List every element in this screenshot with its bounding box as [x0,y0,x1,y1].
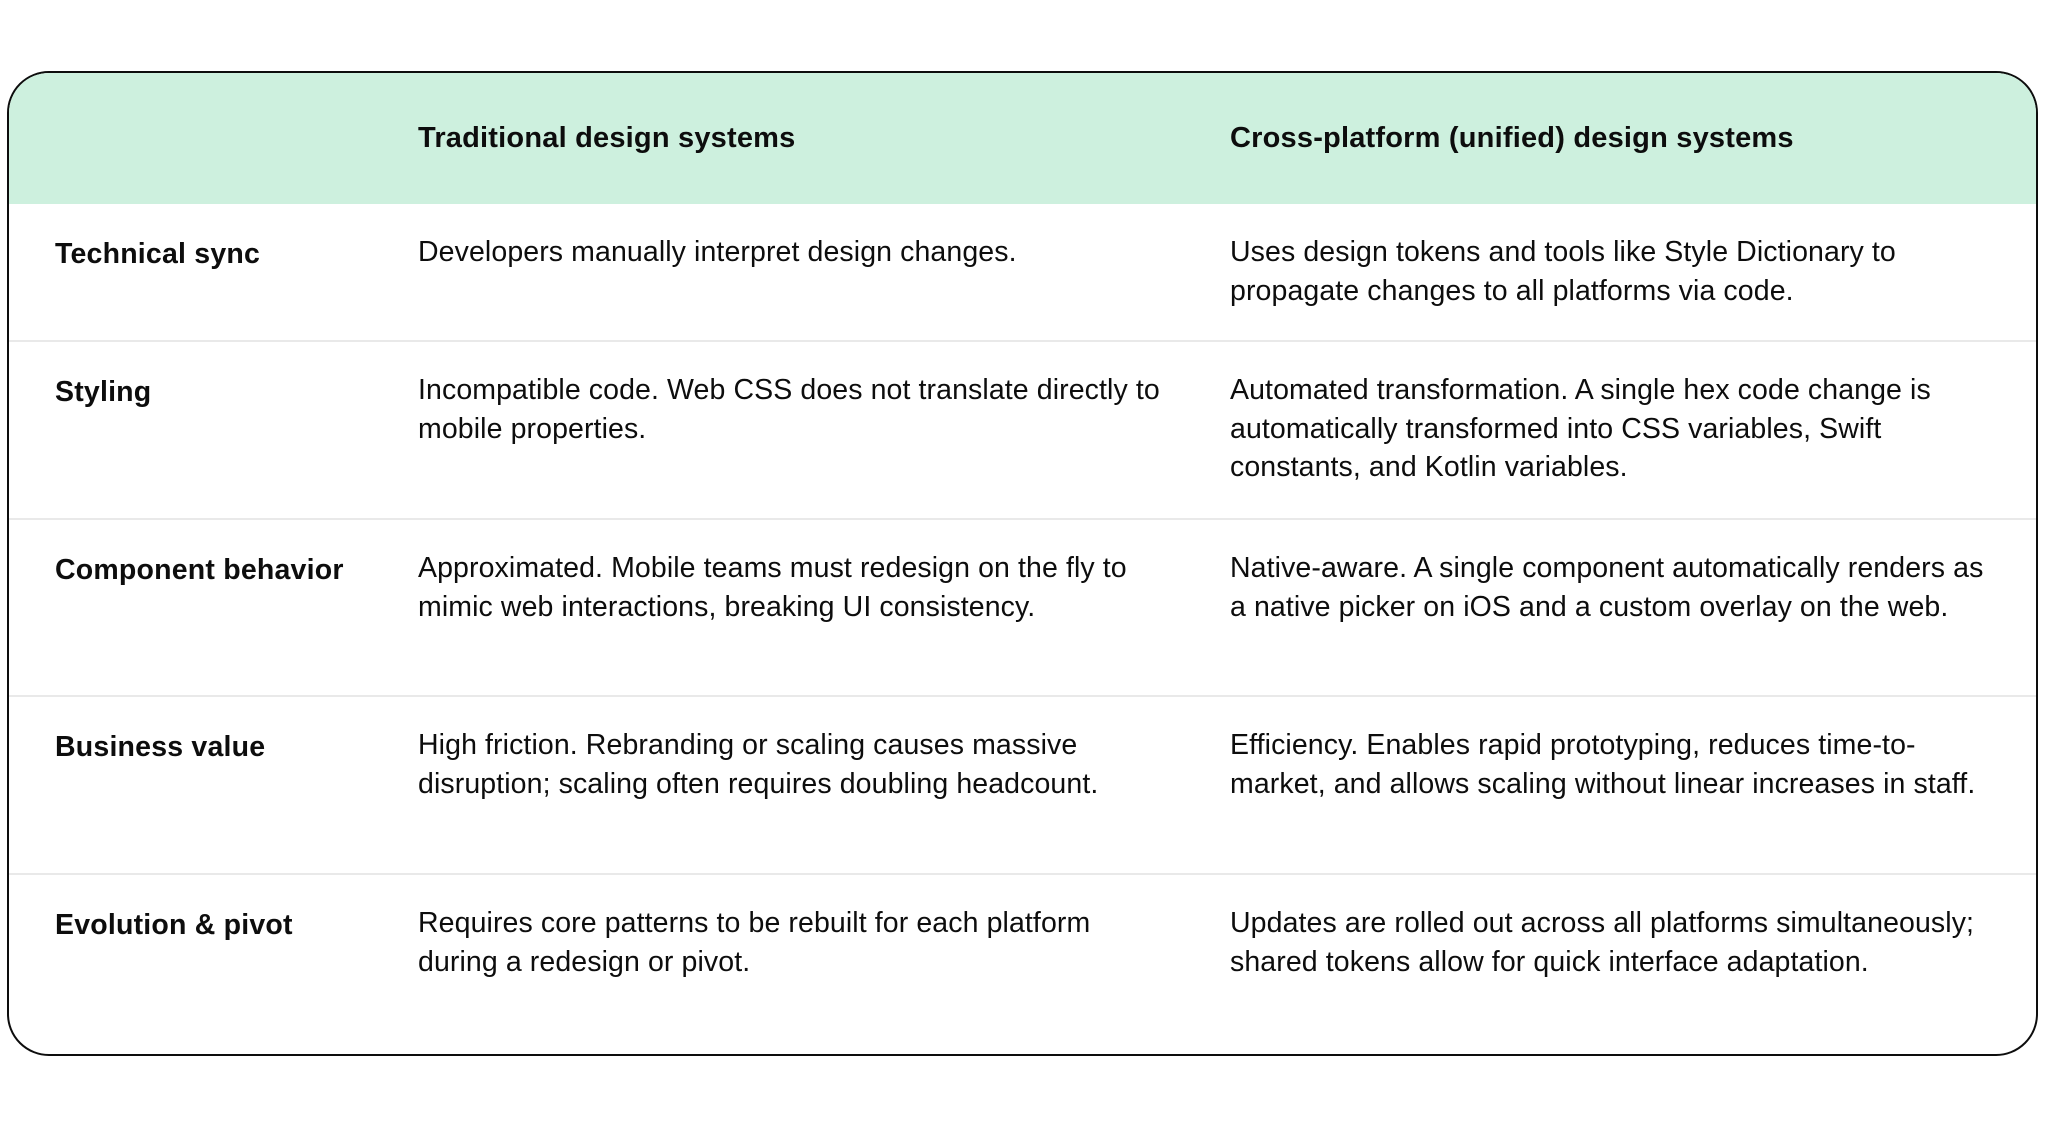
comparison-table: Traditional design systems Cross-platfor… [9,73,2036,1054]
cell-traditional: Requires core patterns to be rebuilt for… [418,873,1230,1054]
table-header: Traditional design systems Cross-platfor… [9,73,2036,204]
header-row: Traditional design systems Cross-platfor… [9,73,2036,204]
cell-unified: Updates are rolled out across all platfo… [1230,873,2036,1054]
cell-traditional: High friction. Rebranding or scaling cau… [418,695,1230,874]
cell-unified: Automated transformation. A single hex c… [1230,340,2036,519]
header-cell-empty [9,73,418,204]
comparison-table-container: Traditional design systems Cross-platfor… [7,71,2038,1056]
table-row-component-behavior: Component behavior Approximated. Mobile … [9,518,2036,696]
row-label: Technical sync [55,238,261,270]
cell-traditional: Developers manually interpret design cha… [418,236,1017,268]
cell-unified: Uses design tokens and tools like Style … [1230,236,1896,307]
table-body: Technical sync Developers manually inter… [9,204,2036,1054]
cell-unified: Native-aware. A single component automat… [1230,518,2036,696]
header-cell-unified: Cross-platform (unified) design systems [1230,73,2036,204]
row-label: Component behavior [9,518,418,696]
table-row-technical-sync: Technical sync Developers manually inter… [9,204,2036,341]
cell-traditional: Incompatible code. Web CSS does not tran… [418,340,1230,519]
cell-traditional: Approximated. Mobile teams must redesign… [418,518,1230,696]
cell-unified: Efficiency. Enables rapid prototyping, r… [1230,695,2036,874]
row-label: Business value [9,695,418,874]
row-label: Styling [9,340,418,519]
table-row-business-value: Business value High friction. Rebranding… [9,695,2036,874]
row-label: Evolution & pivot [9,873,418,1054]
header-cell-traditional: Traditional design systems [418,73,1230,204]
table-row-evolution-pivot: Evolution & pivot Requires core patterns… [9,873,2036,1054]
table-row-styling: Styling Incompatible code. Web CSS does … [9,340,2036,519]
